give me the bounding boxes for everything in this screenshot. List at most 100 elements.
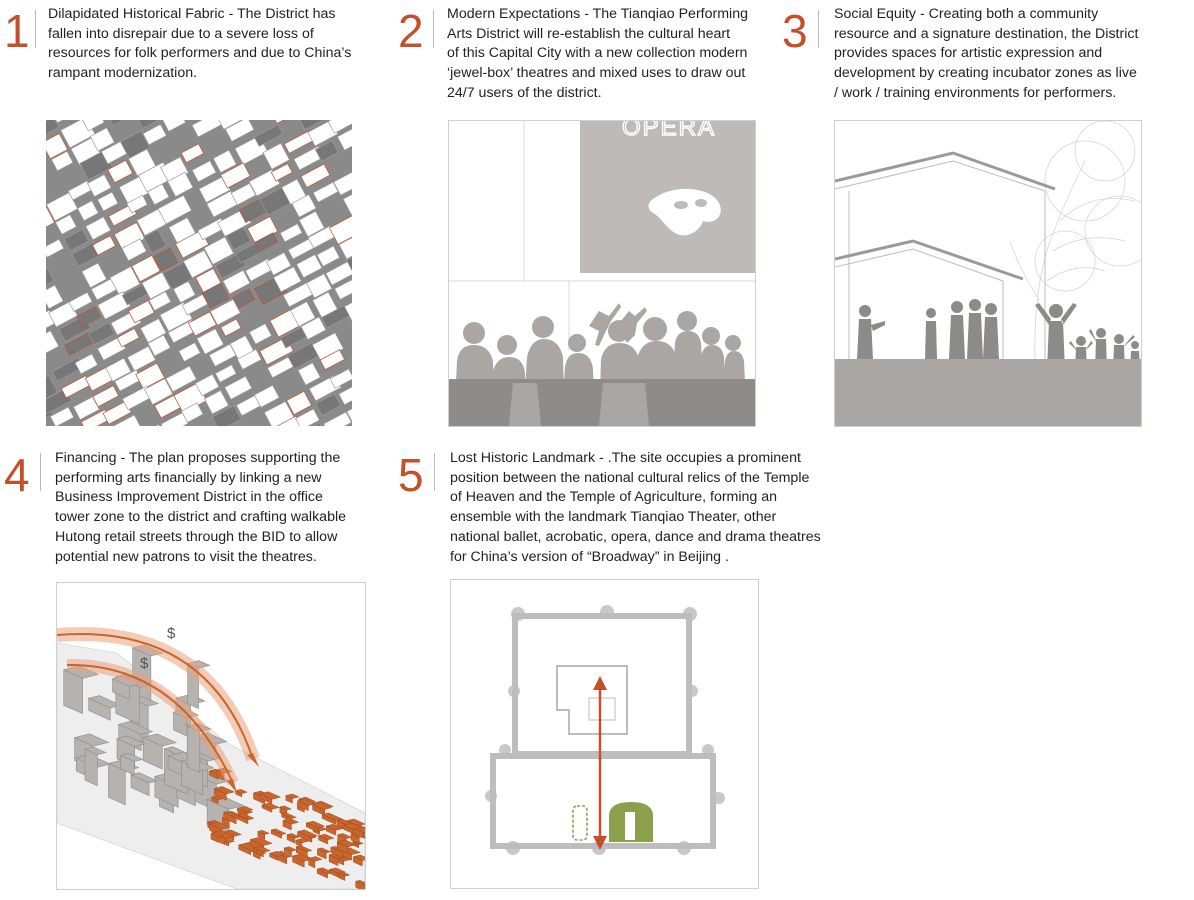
building-footprint (328, 213, 352, 245)
building-footprint (319, 349, 346, 371)
building-footprint (162, 120, 187, 132)
building-footprint (46, 238, 65, 258)
building-footprint (140, 318, 167, 344)
building-footprint (265, 252, 292, 276)
building-footprint (279, 223, 303, 243)
hutong-retail-block (296, 829, 319, 842)
building-footprint (230, 182, 257, 206)
theatre-crowd-drawing: OPERA (449, 121, 755, 426)
building-footprint (134, 120, 159, 129)
building-footprint (222, 269, 251, 295)
building-footprint (224, 120, 255, 142)
building-footprint (220, 318, 242, 337)
building-footprint (89, 127, 115, 152)
building-footprint (182, 249, 214, 279)
building-footprint (298, 210, 325, 238)
building-footprint (55, 214, 77, 235)
building-footprint (142, 123, 167, 146)
building-footprint (165, 365, 197, 393)
building-footprint (316, 245, 341, 267)
building-footprint (172, 280, 196, 304)
building-footprint (220, 162, 251, 189)
section-1-text: Dilapidated Historical Fabric - The Dist… (48, 6, 352, 82)
building-footprint (86, 174, 112, 198)
building-footprint (141, 271, 171, 300)
building-footprint (211, 405, 242, 426)
building-footprint (253, 384, 280, 408)
building-footprint (148, 291, 172, 312)
building-footprint (236, 348, 262, 370)
building-footprint (312, 181, 339, 203)
building-footprint (196, 328, 225, 355)
office-tower-block (142, 733, 178, 770)
building-footprint (291, 194, 317, 218)
building-footprint (82, 120, 105, 132)
performers-section-drawing (835, 121, 1141, 426)
building-footprint (346, 247, 352, 279)
building-footprint (253, 124, 284, 147)
bid-axonometric: $ $ (56, 582, 366, 890)
hutong-retail-block (258, 791, 282, 805)
building-footprint (107, 159, 134, 184)
building-footprint (92, 235, 117, 256)
bid-axonometric-drawing: $ $ (57, 583, 365, 889)
hutong-retail-block (342, 822, 362, 834)
building-footprint (296, 120, 330, 131)
hutong-retail-block (285, 793, 300, 804)
building-footprint (289, 301, 316, 327)
section-2-number: 2 (398, 5, 424, 57)
building-footprint (46, 267, 55, 291)
building-footprint (209, 298, 241, 326)
hutong-retail-block (270, 828, 287, 839)
building-footprint (131, 254, 161, 283)
building-footprint (191, 160, 217, 183)
building-footprint (76, 306, 101, 328)
building-footprint (201, 282, 230, 309)
hutong-retail-block (257, 830, 270, 840)
ground-section (835, 359, 1141, 426)
theatre-crowd-collage: OPERA (448, 120, 756, 427)
urban-fabric-plan (46, 120, 352, 426)
section-5-number: 5 (398, 449, 424, 501)
building-footprint (325, 259, 352, 286)
building-footprint (85, 216, 112, 241)
section-4-divider (40, 453, 41, 491)
hutong-retail-block (296, 798, 317, 812)
temple-south-enclosure (490, 753, 716, 849)
hutong-retail-block (252, 849, 267, 860)
hutong-retail-block (222, 810, 242, 825)
arrow-down-icon (593, 836, 607, 850)
arrow-up-icon (593, 676, 607, 690)
performers-section (834, 120, 1142, 427)
building-footprint (346, 397, 352, 422)
building-footprint (338, 234, 352, 260)
hutong-retail-block (321, 812, 343, 825)
hutong-retail-block (213, 786, 236, 801)
building-footprint (323, 411, 352, 426)
building-footprint (143, 229, 167, 254)
building-footprint (92, 385, 120, 408)
dollar-symbol: $ (140, 655, 149, 672)
hutong-retail-block (317, 833, 335, 845)
temple-axis-plan (450, 579, 759, 889)
building-footprint (270, 163, 293, 182)
section-3-divider (818, 10, 819, 48)
building-footprint (76, 200, 99, 222)
hutong-retail-block (325, 823, 344, 836)
hutong-retail-block (236, 806, 254, 816)
section-1-divider (35, 10, 36, 48)
building-footprint (225, 226, 252, 251)
hutong-retail-block (307, 856, 323, 869)
building-footprint (203, 236, 235, 265)
building-footprint (224, 375, 253, 400)
building-footprint (194, 373, 220, 397)
building-footprint (212, 149, 237, 174)
temple-axis-drawing (451, 580, 758, 888)
building-footprint (216, 120, 243, 130)
building-footprint (203, 389, 230, 415)
green-outline-building (572, 805, 588, 841)
hutong-retail-block (295, 845, 313, 858)
building-footprint (343, 292, 352, 323)
building-footprint (126, 345, 156, 372)
building-footprint (50, 150, 74, 172)
